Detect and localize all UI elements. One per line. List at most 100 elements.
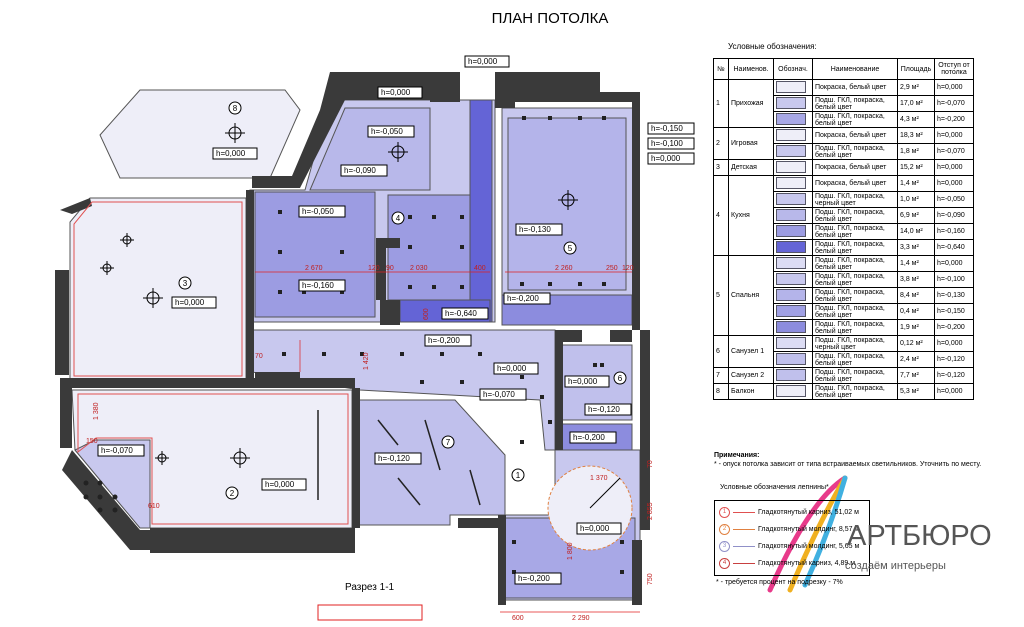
legend-cell-desc: Подш. ГКЛ, покраска, белый цвет <box>812 383 898 400</box>
height-label: h=-0,050 <box>302 207 334 216</box>
notes-text: * - опуск потолка зависит от типа встраи… <box>714 461 982 468</box>
legend-cell-swatch <box>773 351 813 368</box>
legend-header-swatch: Обознач. <box>773 58 813 80</box>
dimension-text: 250 <box>606 265 618 272</box>
legend-cell-offset: h=0,000 <box>934 79 974 96</box>
legend-cell-offset: h=-0,070 <box>934 95 974 112</box>
notes: Примечания: * - опуск потолка зависит от… <box>714 451 981 469</box>
legend-cell-swatch <box>773 303 813 320</box>
legend-cell-desc: Покраска, белый цвет <box>812 175 898 192</box>
dimension-lines <box>255 271 640 613</box>
legend-cell-offset: h=0,000 <box>934 335 974 352</box>
legend-color-swatch <box>776 144 806 157</box>
legend-cell-offset: h=-0,120 <box>934 367 974 384</box>
legend-cell-area: 4,3 м² <box>897 111 935 128</box>
height-label: h=-0,200 <box>573 433 605 442</box>
room-number: 8 <box>233 104 238 113</box>
section-label: Разрез 1-1 <box>345 582 395 593</box>
legend-cell-swatch <box>773 175 813 192</box>
height-label: h=0,000 <box>265 480 295 489</box>
molding-line-sample <box>733 529 755 530</box>
legend-cell-desc: Подш. ГКЛ, покраска, белый цвет <box>812 255 898 272</box>
legend-cell-num: 6 <box>713 335 729 368</box>
ceiling-lights <box>100 123 600 518</box>
legend-cell-desc: Подш. ГКЛ, покраска, белый цвет <box>812 143 898 160</box>
legend-cell-area: 3,3 м² <box>897 239 935 256</box>
room-8-balcony <box>99 89 301 179</box>
legend-color-swatch <box>776 80 806 93</box>
legend-cell-area: 3,8 м² <box>897 271 935 288</box>
room-number: 2 <box>230 489 235 498</box>
dimension-text: 2 290 <box>572 615 590 622</box>
legend-cell-area: 8,4 м² <box>897 287 935 304</box>
legend-color-swatch <box>776 304 806 317</box>
legend-cell-area: 0,4 м² <box>897 303 935 320</box>
legend-cell-area: 18,3 м² <box>897 127 935 144</box>
molding-item: 3 Гладкотянутый молдинг, 5,65 м <box>719 541 859 555</box>
height-label: h=-0,070 <box>101 446 133 455</box>
room-number: 4 <box>396 214 401 223</box>
legend-color-swatch <box>776 96 806 109</box>
dimension-texts: 2 670 120 90 2 030 400 2 260 250 120 1 4… <box>86 265 654 622</box>
legend-cell-swatch <box>773 191 813 208</box>
dimension-text: 2 855 <box>647 502 654 520</box>
legend-color-swatch <box>776 112 806 125</box>
height-label: h=0,000 <box>175 298 205 307</box>
legend-color-swatch <box>776 224 806 237</box>
legend-cell-desc: Подш. ГКЛ, покраска, белый цвет <box>812 287 898 304</box>
legend-color-swatch <box>776 208 806 221</box>
dimension-text: 120 <box>368 265 380 272</box>
legend-cell-num: 8 <box>713 383 729 400</box>
legend-cell-swatch <box>773 223 813 240</box>
legend-cell-swatch <box>773 255 813 272</box>
legend-cell-desc: Подш. ГКЛ, покраска, белый цвет <box>812 351 898 368</box>
room-number: 1 <box>516 471 521 480</box>
legend-cell-offset: h=-0,200 <box>934 111 974 128</box>
molding-label: Гладкотянутый молдинг, 5,65 м <box>758 543 860 550</box>
notes-heading: Примечания: <box>714 452 760 459</box>
dimension-text: 2 030 <box>410 265 428 272</box>
walls <box>55 72 650 605</box>
height-label: h=-0,640 <box>445 309 477 318</box>
legend-cell-swatch <box>773 239 813 256</box>
dimension-text: 400 <box>474 265 486 272</box>
height-label: h=-0,200 <box>507 294 539 303</box>
legend-header-room: Наименов. <box>728 58 774 80</box>
legend-cell-offset: h=0,000 <box>934 159 974 176</box>
legend-cell-offset: h=-0,640 <box>934 239 974 256</box>
legend-cell-offset: h=0,000 <box>934 255 974 272</box>
legend-color-swatch <box>776 176 806 189</box>
legend-cell-offset: h=0,000 <box>934 127 974 144</box>
dimension-text: 90 <box>386 265 394 272</box>
legend-color-swatch <box>776 256 806 269</box>
legend-header-num: № <box>713 58 729 80</box>
molding-line-sample <box>733 563 755 564</box>
legend-cell-desc: Подш. ГКЛ, покраска, белый цвет <box>812 223 898 240</box>
legend-cell-num: 4 <box>713 175 729 256</box>
room-number: 5 <box>568 244 573 253</box>
legend-color-swatch <box>776 240 806 253</box>
legend-cell-swatch <box>773 207 813 224</box>
legend-cell-area: 5,3 м² <box>897 383 935 400</box>
height-label: h=0,000 <box>497 364 527 373</box>
dimension-text: 2 260 <box>555 265 573 272</box>
dimension-text: 610 <box>148 503 160 510</box>
dimension-text: 1 370 <box>590 475 608 482</box>
legend-cell-area: 15,2 м² <box>897 159 935 176</box>
legend-color-swatch <box>776 352 806 365</box>
legend-cell-swatch <box>773 287 813 304</box>
legend-cell-desc: Подш. ГКЛ, покраска, белый цвет <box>812 303 898 320</box>
legend-cell-desc: Покраска, белый цвет <box>812 79 898 96</box>
dimension-text: 120 <box>622 265 634 272</box>
height-label: h=-0,100 <box>651 139 683 148</box>
dimension-text: 70 <box>647 460 654 468</box>
molding-number: 3 <box>719 541 730 552</box>
legend-cell-num: 5 <box>713 255 729 336</box>
legend-cell-desc: Подш. ГКЛ, покраска, белый цвет <box>812 367 898 384</box>
molding-label: Гладкотянутый карниз, 4,89 м <box>758 560 856 567</box>
height-label: h=-0,130 <box>519 225 551 234</box>
